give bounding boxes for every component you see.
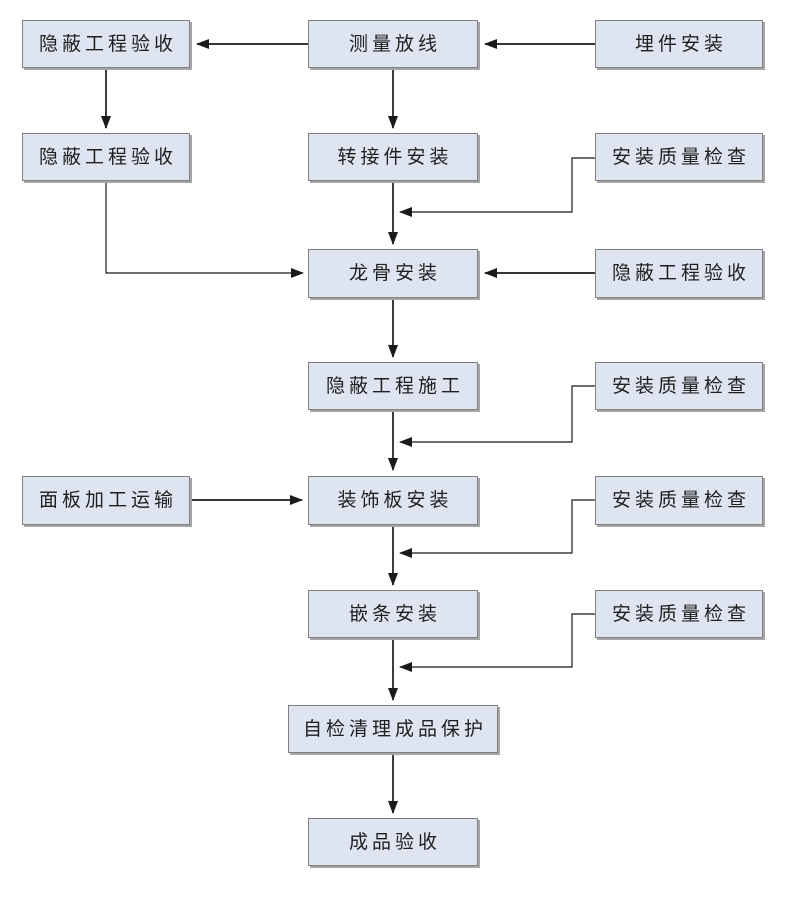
flow-node-quality-check-4: 安装质量检查 [595, 590, 763, 638]
edge-hidden2-to-keel [105, 181, 304, 278]
edge-quality4-feedback [399, 613, 595, 672]
edge-group [101, 39, 595, 814]
flow-node-label-keel-install: 龙骨安装 [348, 263, 441, 284]
flow-node-hidden-inspection-1: 隐蔽工程验收 [22, 20, 190, 68]
flow-node-hidden-construction: 隐蔽工程施工 [308, 362, 478, 410]
flow-node-embed-install: 埋件安装 [595, 20, 763, 68]
flow-node-label-self-check-protect: 自检清理成品保护 [302, 718, 487, 740]
flow-node-label-hidden-inspection-2: 隐蔽工程验收 [38, 146, 177, 168]
edge-quality2-feedback [399, 385, 595, 447]
flow-node-label-final-acceptance: 成品验收 [348, 831, 441, 853]
flow-node-label-quality-check-3: 安装质量检查 [611, 490, 750, 511]
flow-node-label-quality-check-2: 安装质量检查 [611, 375, 750, 397]
flow-node-quality-check-1: 安装质量检查 [595, 133, 763, 181]
flow-node-label-survey-layout: 测量放线 [348, 33, 441, 55]
flow-node-label-quality-check-1: 安装质量检查 [611, 146, 750, 168]
flow-node-hidden-inspection-2: 隐蔽工程验收 [22, 133, 190, 181]
flow-node-label-panel-processing: 面板加工运输 [38, 490, 177, 511]
flow-node-keel-install: 龙骨安装 [308, 249, 478, 298]
edge-quality1-feedback [399, 157, 595, 217]
flow-node-label-inlay-strip-install: 嵌条安装 [348, 603, 441, 625]
flow-node-label-hidden-construction: 隐蔽工程施工 [325, 375, 464, 397]
flow-node-survey-layout: 测量放线 [308, 20, 478, 68]
flow-node-quality-check-3: 安装质量检查 [595, 476, 763, 525]
flow-node-label-decor-panel-install: 装饰板安装 [337, 490, 453, 511]
flow-node-self-check-protect: 自检清理成品保护 [288, 705, 498, 753]
flow-node-label-embed-install: 埋件安装 [634, 33, 727, 55]
flow-node-label-adapter-install: 转接件安装 [337, 146, 453, 168]
flow-node-label-quality-check-4: 安装质量检查 [611, 603, 750, 625]
flow-node-label-hidden-inspection-1: 隐蔽工程验收 [38, 33, 177, 55]
flow-node-final-acceptance: 成品验收 [308, 818, 478, 866]
flow-node-quality-check-2: 安装质量检查 [595, 362, 763, 410]
flow-node-panel-processing: 面板加工运输 [22, 476, 190, 525]
flow-node-hidden-inspection-3: 隐蔽工程验收 [595, 249, 763, 298]
flow-node-adapter-install: 转接件安装 [308, 133, 478, 181]
flow-node-inlay-strip-install: 嵌条安装 [308, 590, 478, 638]
flow-node-decor-panel-install: 装饰板安装 [308, 476, 478, 525]
edge-quality3-feedback [399, 499, 595, 558]
flow-node-label-hidden-inspection-3: 隐蔽工程验收 [611, 263, 750, 284]
